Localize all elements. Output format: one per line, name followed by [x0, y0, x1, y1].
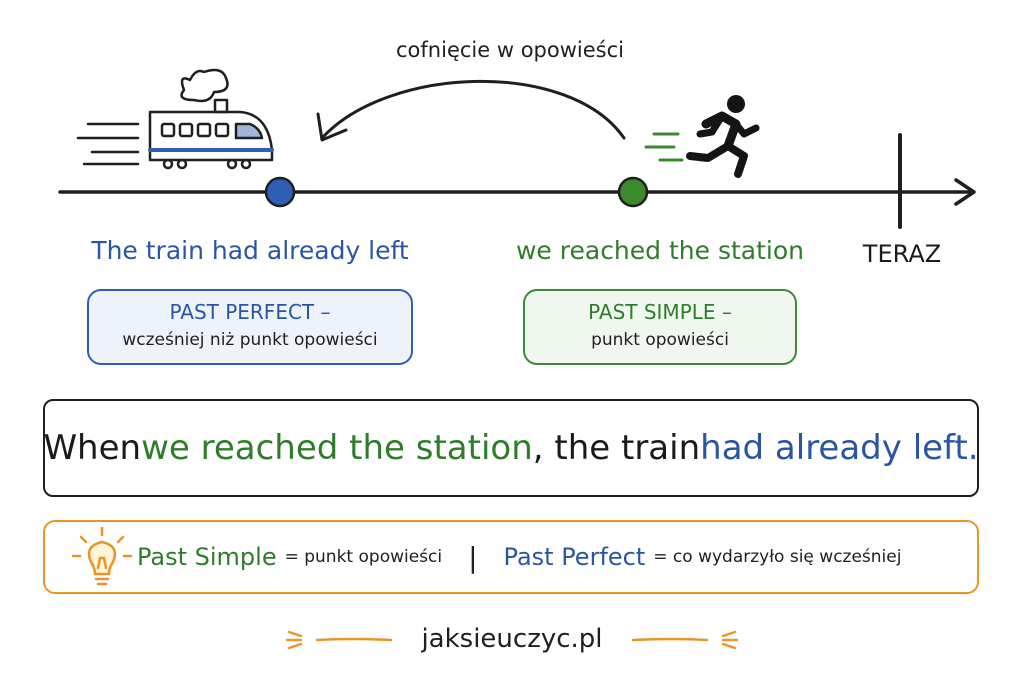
tip-box: Past Simple = punkt opowieści | Past Per…	[43, 520, 979, 594]
sentence-part-3: , the train	[532, 428, 701, 468]
footer-site-link[interactable]: jaksieuczyc.pl	[421, 624, 603, 654]
sentence-period: .	[967, 428, 979, 468]
example-sentence: When we reached the station , the train …	[43, 399, 979, 497]
flashback-arrowhead	[316, 112, 348, 142]
tip-separator: |	[468, 540, 478, 574]
past-simple-event-title: we reached the station	[515, 236, 804, 265]
past-perfect-box-desc: wcześniej niż punkt opowieści	[122, 330, 378, 350]
footer-left-decoration	[286, 630, 393, 650]
footer-right-decoration	[631, 630, 738, 650]
past-perfect-box-title: PAST PERFECT –	[169, 300, 331, 324]
tip-past-simple-desc: = punkt opowieści	[284, 547, 443, 567]
past-perfect-box: PAST PERFECT – wcześniej niż punkt opowi…	[87, 289, 413, 365]
past-perfect-event-title: The train had already left	[91, 236, 409, 265]
timeline-arrowhead	[954, 178, 976, 206]
past-simple-box: PAST SIMPLE – punkt opowieści	[523, 289, 797, 365]
sentence-past-simple-clause: we reached the station	[141, 428, 533, 468]
tip-past-perfect-desc: = co wydarzyło się wcześniej	[653, 547, 902, 567]
past-simple-box-desc: punkt opowieści	[591, 330, 729, 350]
tip-past-perfect-term: Past Perfect	[503, 543, 646, 571]
now-label: TERAZ	[862, 240, 942, 268]
running-person-icon	[644, 95, 760, 178]
sentence-past-perfect-clause: had already left	[700, 428, 968, 468]
sentence-part-1: When	[43, 428, 142, 468]
flashback-label: cofnięcie w opowieści	[396, 38, 624, 62]
footer: jaksieuczyc.pl	[262, 617, 762, 661]
train-icon	[76, 68, 274, 170]
flashback-arc-arrow	[320, 79, 626, 140]
lightbulb-icon	[71, 526, 133, 586]
past-simple-box-title: PAST SIMPLE –	[588, 300, 732, 324]
past-perfect-dot	[264, 176, 296, 208]
past-simple-dot	[617, 176, 649, 208]
tip-past-simple-term: Past Simple	[137, 543, 277, 571]
